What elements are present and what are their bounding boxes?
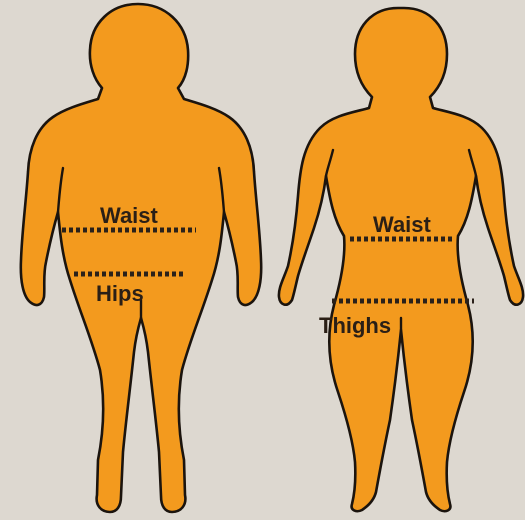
left-body-figure: Waist Hips <box>21 4 261 512</box>
right-body-silhouette <box>279 8 523 511</box>
right-waist-label: Waist <box>373 212 432 237</box>
left-waist-label: Waist <box>100 203 159 228</box>
right-thighs-label: Thighs <box>319 313 391 338</box>
right-body-figure: Waist Thighs <box>279 8 523 511</box>
left-hips-label: Hips <box>96 281 144 306</box>
left-body-silhouette <box>21 4 261 512</box>
